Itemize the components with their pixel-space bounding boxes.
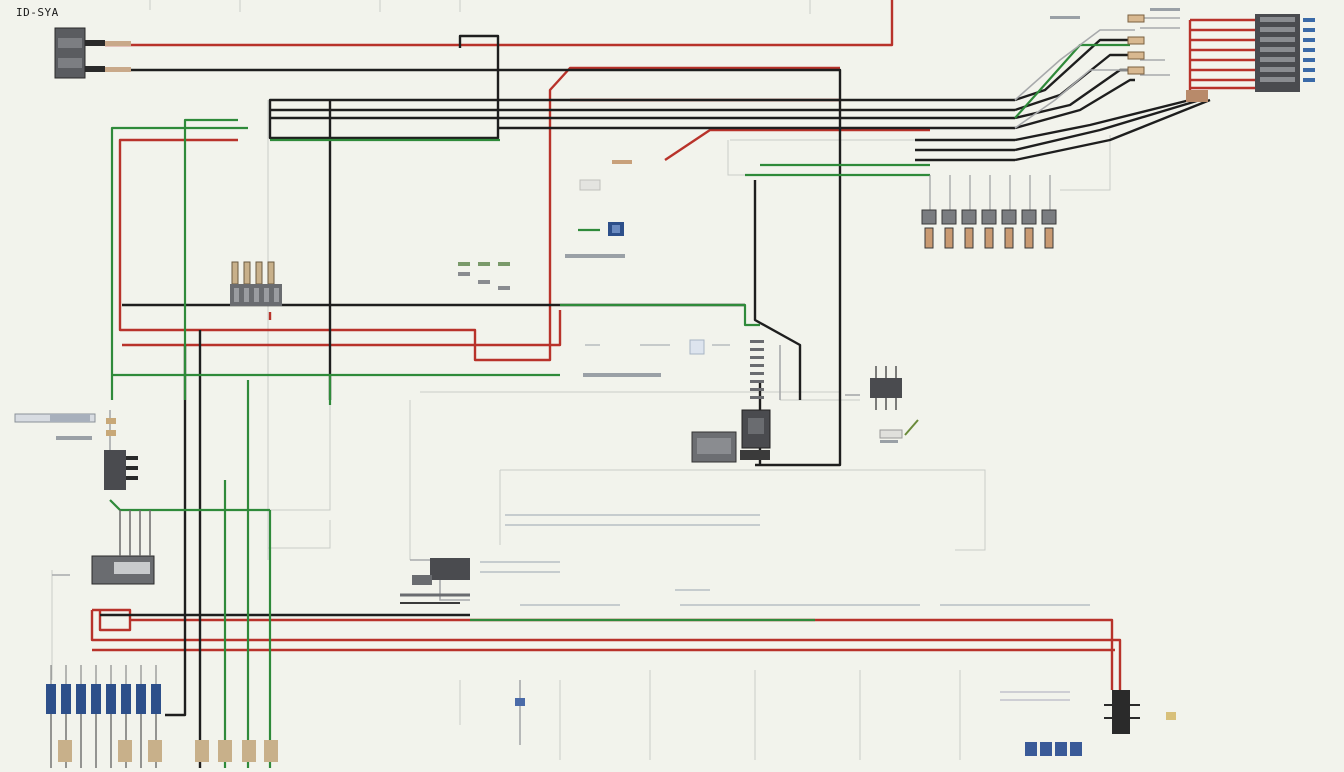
- bottom-right-parts: [1000, 690, 1176, 756]
- right-connector-bank: [1127, 14, 1315, 102]
- green-wires: [109, 43, 1130, 768]
- bottom-center-module: [400, 514, 1090, 706]
- black-wires: [100, 34, 1211, 768]
- resistor-cluster-left: [230, 261, 282, 306]
- diagram-title: ID-SYA: [16, 6, 59, 19]
- center-small-parts: [458, 160, 730, 355]
- gray-wires: [52, 17, 1180, 745]
- small-annotations: [56, 8, 1180, 443]
- guide-lines: [51, 0, 1111, 760]
- red-wires: [90, 0, 1255, 690]
- left-side-connector: [14, 413, 155, 585]
- top-left-module: [54, 27, 131, 79]
- resistor-row-top: [921, 175, 1057, 249]
- bottom-left-resistor-array: [46, 665, 278, 768]
- central-ic-module: [691, 340, 919, 463]
